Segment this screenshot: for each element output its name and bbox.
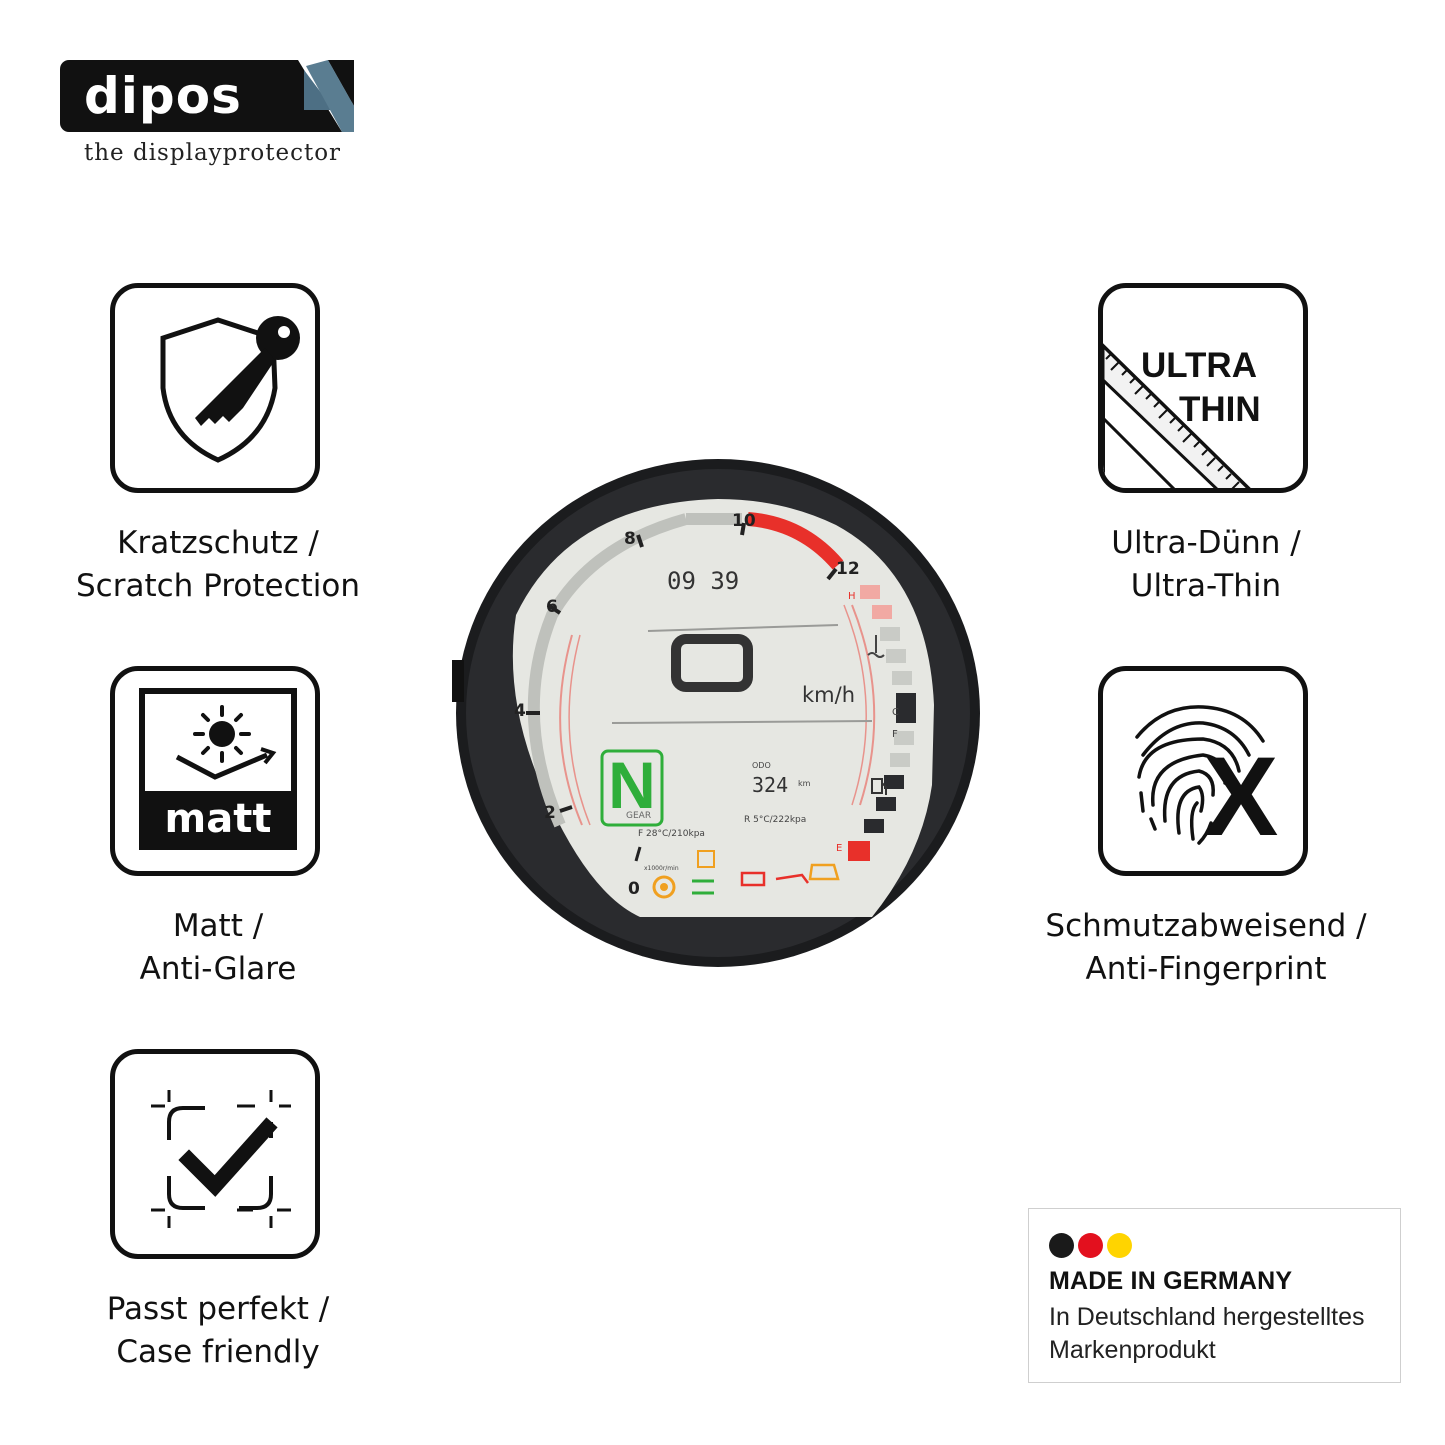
coolant-icon	[867, 635, 885, 658]
fuel-icon	[871, 778, 887, 795]
scratch-protection-tile	[110, 283, 320, 493]
anti-fingerprint-tile: X	[1098, 666, 1308, 876]
dashboard-svg	[452, 459, 980, 967]
caption-line-2: Case friendly	[116, 1334, 320, 1370]
flag-dot-black	[1049, 1233, 1074, 1258]
made-in-germany-title: MADE IN GERMANY	[1049, 1267, 1293, 1295]
warning-icons	[634, 846, 840, 899]
caption-line-2: Ultra-Thin	[1130, 568, 1282, 604]
dash-odo-label: ODO	[752, 761, 771, 770]
shield-key-icon	[160, 316, 300, 463]
red-decor-arc-right	[851, 604, 876, 806]
caption-line-1: Matt /	[172, 908, 264, 944]
temp-high-label: H	[848, 591, 856, 602]
logo-wordmark: dipos	[84, 67, 242, 125]
ultra-thin-tile: ULTRA THIN	[1098, 283, 1308, 493]
scratch-protection-caption: Kratzschutz / Scratch Protection	[28, 522, 408, 608]
case-friendly-tile	[110, 1049, 320, 1259]
dash-tire-front: F 28°C/210kpa	[638, 829, 705, 839]
red-decor-arc-right-2	[843, 604, 867, 806]
rpm-mark-6: 6	[546, 597, 558, 617]
rpm-ticks	[526, 522, 838, 813]
matt-sun-icon	[139, 688, 297, 850]
fuel-full-label: F	[892, 729, 898, 740]
dash-tire-rear: R 5°C/222kpa	[744, 815, 807, 825]
anti-glare-tile: matt	[110, 666, 320, 876]
case-check-icon	[151, 1090, 291, 1228]
thin-label: THIN	[1179, 390, 1261, 429]
logo-fold-icon	[298, 60, 354, 132]
rpm-mark-0: 0	[628, 879, 640, 899]
divider-top	[647, 624, 839, 632]
caption-line-1: Kratzschutz /	[117, 525, 319, 561]
rpm-mark-10: 10	[732, 511, 756, 531]
caption-line-2: Anti-Glare	[139, 951, 297, 987]
matt-label: matt	[164, 796, 272, 842]
case-friendly-caption: Passt perfekt / Case friendly	[28, 1288, 408, 1374]
dash-clock: 09 39	[667, 567, 740, 595]
caption-line-2: Scratch Protection	[76, 568, 360, 604]
red-decor-arc-left-2	[568, 634, 591, 826]
subtitle-line-2: Markenprodukt	[1049, 1336, 1216, 1364]
speed-digit	[671, 634, 753, 692]
dash-gear: N	[608, 748, 656, 822]
rpm-scale-arc	[527, 513, 688, 828]
caption-line-1: Passt perfekt /	[106, 1291, 330, 1327]
motorcycle-dashboard: 09 39 km/h N GEAR ODO 324 km F 28°C/210k…	[452, 455, 982, 975]
ultra-label: ULTRA	[1141, 346, 1257, 385]
bezel-mount	[452, 660, 464, 702]
anti-glare-caption: Matt / Anti-Glare	[28, 905, 408, 991]
dash-rpm-label: x1000r/min	[644, 865, 679, 872]
dipos-logo: dipos	[60, 60, 355, 135]
dash-speed-unit: km/h	[802, 683, 856, 707]
ultra-thin-ruler-icon	[1103, 343, 1251, 488]
gear-frame	[600, 749, 664, 827]
dashboard-screen	[512, 499, 934, 917]
anti-fingerprint-caption: Schmutzabweisend / Anti-Fingerprint	[996, 905, 1416, 991]
caption-line-1: Schmutzabweisend /	[1045, 908, 1367, 944]
logo-background	[60, 60, 352, 132]
rpm-mark-12: 12	[836, 559, 860, 579]
brand-tagline: the displayprotector	[84, 140, 342, 166]
made-in-germany-subtitle: In Deutschland hergestelltes Markenprodu…	[1049, 1301, 1364, 1367]
dash-odo: 324	[752, 773, 789, 797]
dash-gear-label: GEAR	[626, 811, 652, 821]
caption-line-2: Anti-Fingerprint	[1085, 951, 1327, 987]
red-decor-arc-left	[559, 634, 583, 826]
x-mark-icon: X	[1203, 734, 1279, 859]
flag-dot-gold	[1107, 1233, 1132, 1258]
rpm-redline-arc	[747, 512, 844, 570]
fuel-empty-label: E	[836, 843, 843, 854]
flag-dot-red	[1078, 1233, 1103, 1258]
rpm-mark-2: 2	[544, 803, 556, 823]
ultra-thin-caption: Ultra-Dünn / Ultra-Thin	[1016, 522, 1396, 608]
temp-fuel-bars	[848, 585, 916, 861]
caption-line-1: Ultra-Dünn /	[1111, 525, 1301, 561]
dash-odo-unit: km	[798, 779, 811, 788]
made-in-germany-badge: MADE IN GERMANY In Deutschland hergestel…	[1028, 1208, 1401, 1383]
temp-cold-label: C	[892, 707, 899, 718]
rpm-mark-4: 4	[514, 701, 526, 721]
rpm-mark-8: 8	[624, 529, 636, 549]
fingerprint-x-icon	[1135, 705, 1265, 845]
divider-middle	[611, 720, 873, 724]
subtitle-line-1: In Deutschland hergestelltes	[1049, 1303, 1365, 1331]
